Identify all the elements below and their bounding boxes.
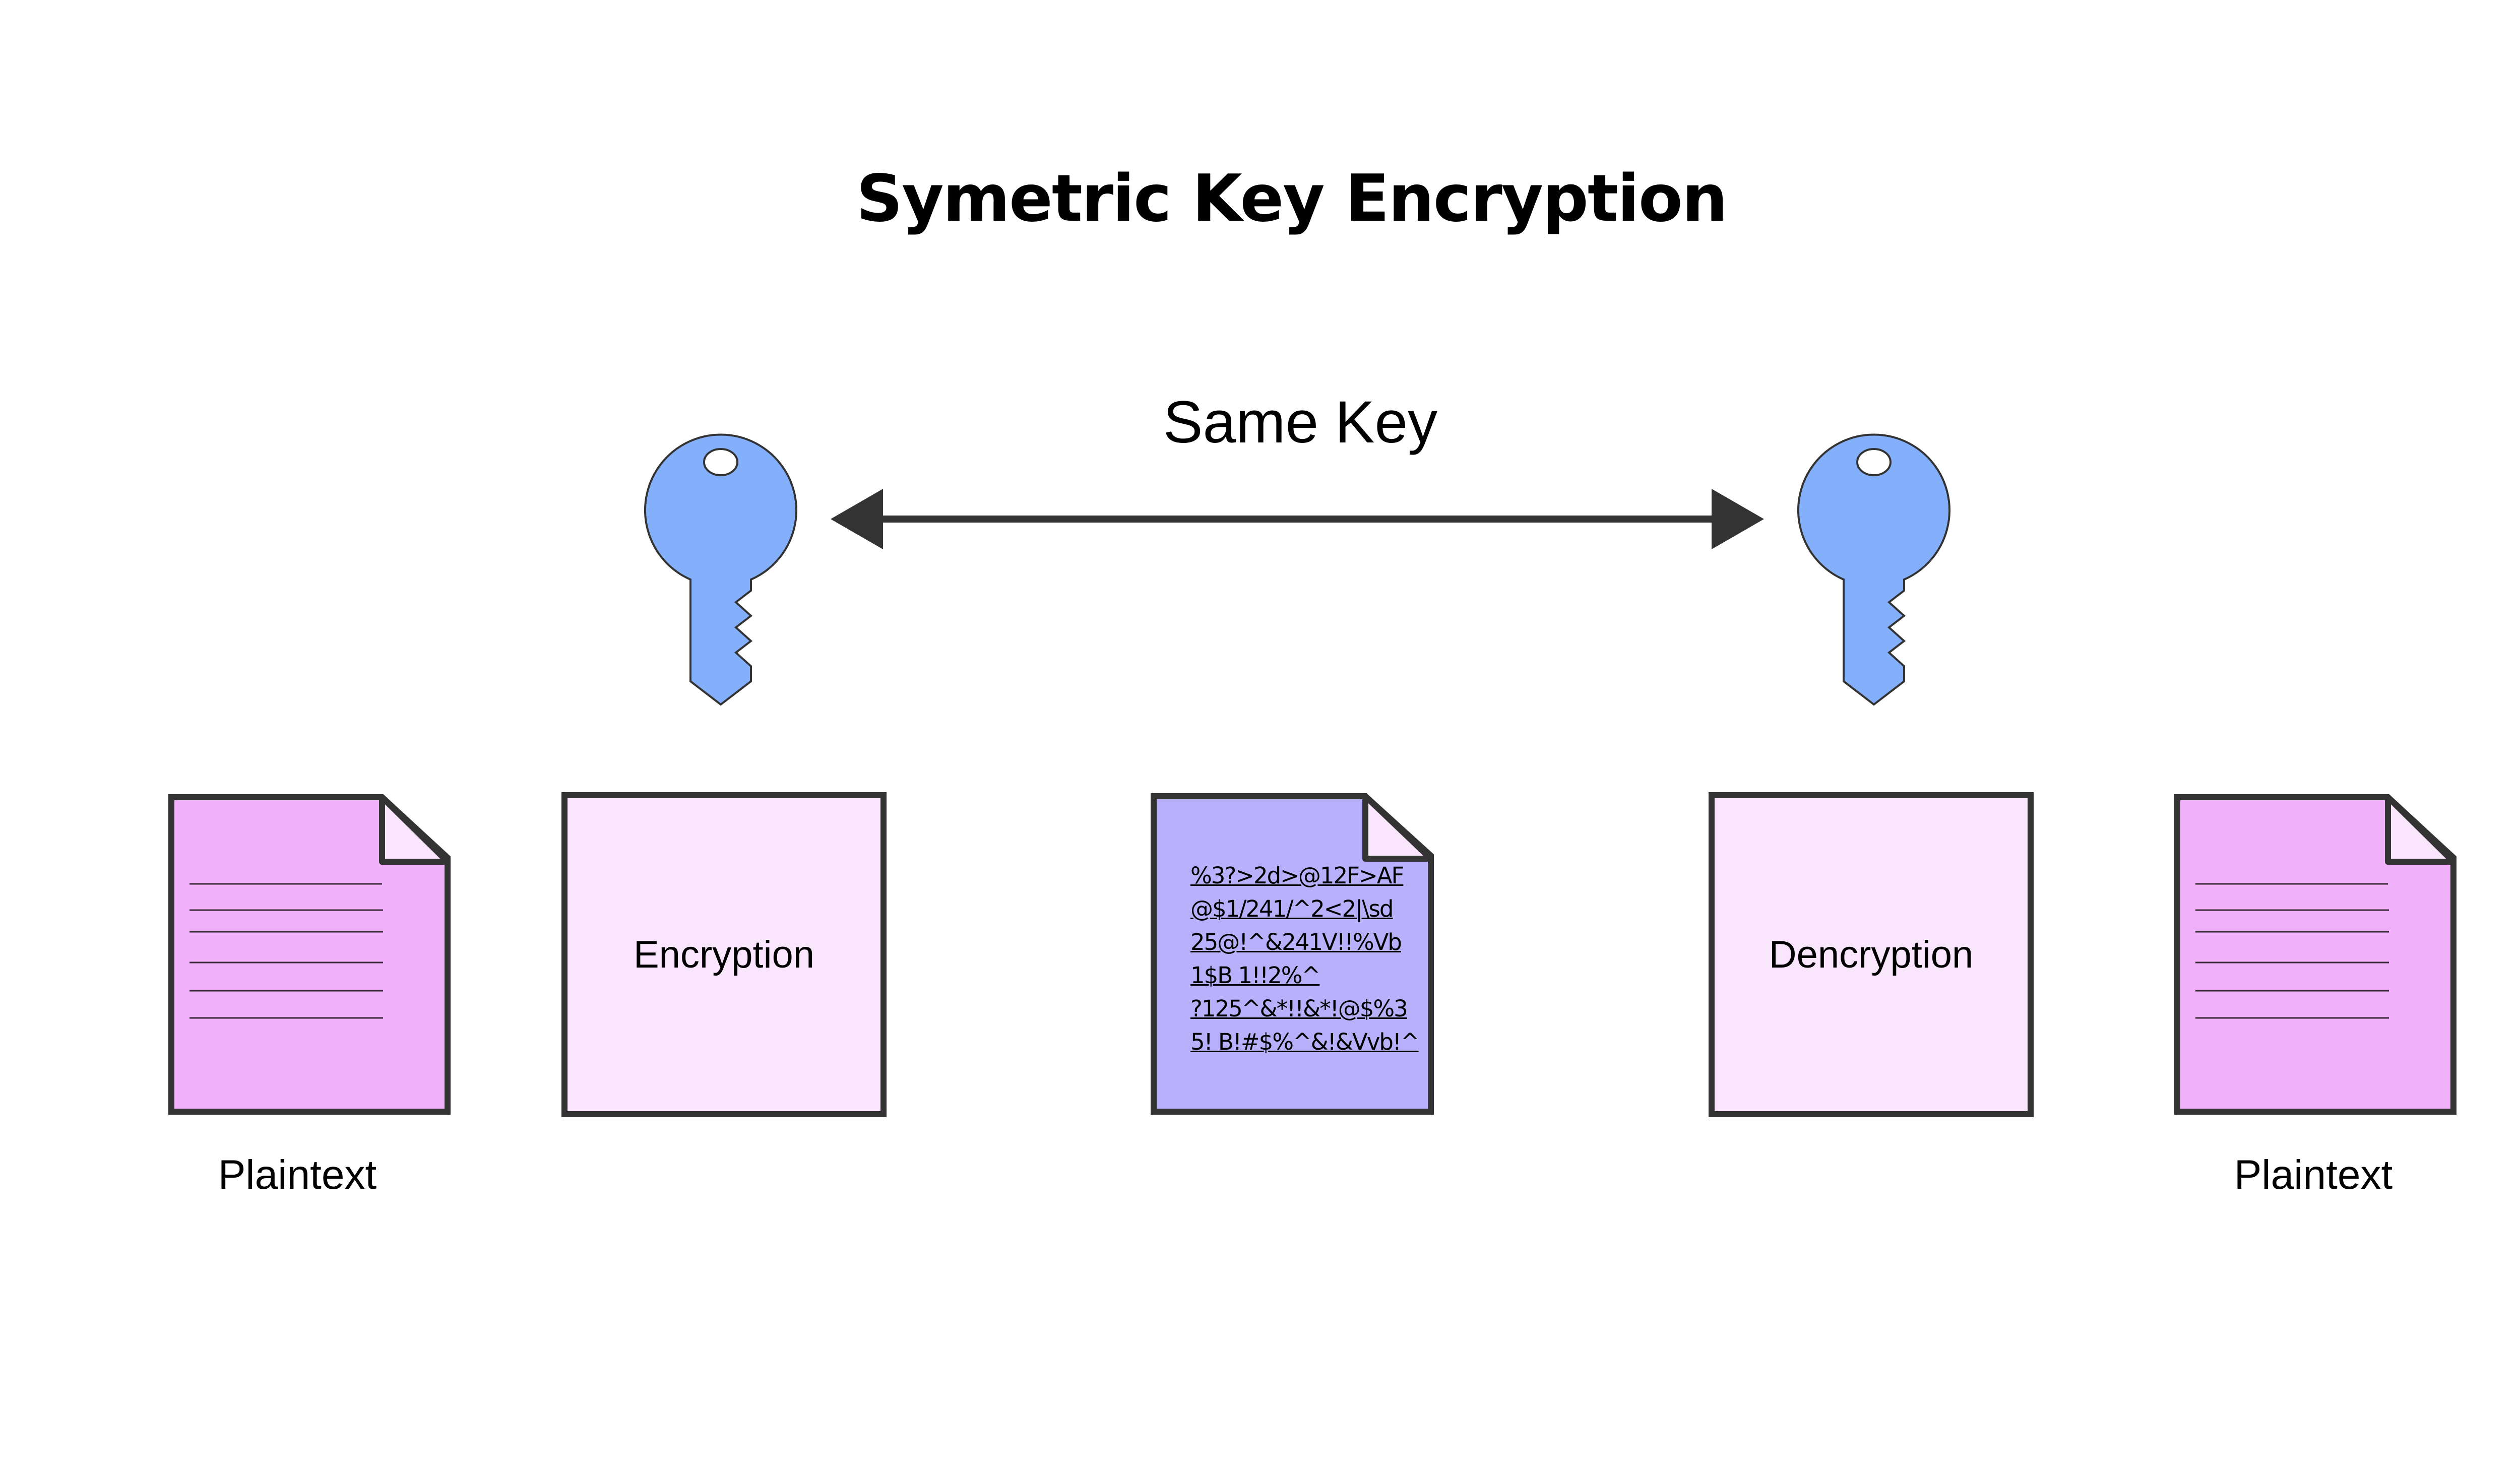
ciphertext-line: ?125^&*!!&*!@$%3: [1190, 995, 1408, 1022]
ciphertext-document-icon: [1151, 793, 1434, 1115]
ciphertext-line: %3?>2d>@12F>AF: [1190, 862, 1404, 889]
document-fold: [1362, 793, 1434, 862]
key-icon: [644, 433, 797, 706]
plaintext-document-icon: [2174, 794, 2456, 1115]
plaintext-output-label: Plaintext: [2234, 1152, 2393, 1198]
same-key-arrow: [831, 489, 1764, 549]
ciphertext-line: 25@!^&241V!!%Vb: [1190, 929, 1402, 955]
same-key-label: Same Key: [1163, 389, 1438, 456]
key-hole: [703, 448, 738, 476]
key-shape: [1797, 433, 1950, 706]
document-body: [1151, 793, 1434, 1115]
plaintext-input-label: Plaintext: [218, 1152, 377, 1198]
diagram-title: Symetric Key Encryption: [856, 161, 1728, 236]
arrow-head-left: [831, 489, 883, 549]
document-fold: [379, 794, 451, 865]
ciphertext-line: 1$B 1!!2%^: [1190, 962, 1320, 989]
text-lines: [190, 883, 383, 1019]
key-shape: [644, 433, 797, 706]
encryption-label: Encryption: [633, 933, 815, 976]
ciphertext-line: @$1/241/^2<2|\sd: [1190, 895, 1394, 922]
ciphertext-line: 5! B!#$%^&!&Vvb!^: [1190, 1029, 1420, 1055]
decryption-box: Dencryption: [1709, 792, 2034, 1117]
document-body: [168, 794, 451, 1115]
ciphertext-content: %3?>2d>@12F>AF @$1/241/^2<2|\sd 25@!^&24…: [1190, 859, 1427, 1059]
document-fold: [2385, 794, 2456, 865]
key-hole: [1856, 448, 1892, 476]
decryption-label: Dencryption: [1769, 933, 1974, 976]
key-icon: [1797, 433, 1950, 706]
text-lines: [2195, 883, 2389, 1019]
document-body: [2174, 794, 2456, 1115]
plaintext-document-icon: [168, 794, 451, 1115]
encryption-box: Encryption: [561, 792, 887, 1117]
arrow-head-right: [1712, 489, 1764, 549]
